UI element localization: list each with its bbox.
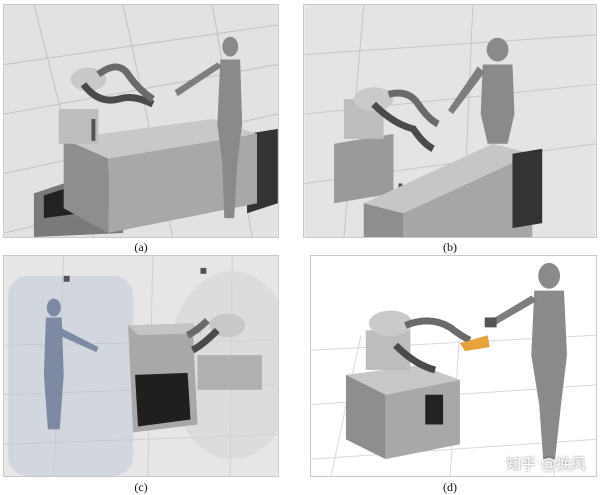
scene-d-image <box>311 256 596 476</box>
scene-a-image <box>4 5 278 237</box>
scene-c-image <box>4 256 278 476</box>
caption-b: (b) <box>443 240 457 254</box>
panel-c <box>3 255 279 477</box>
watermark-text: 知乎 @挽风 <box>506 455 586 473</box>
caption-a: (a) <box>134 240 148 254</box>
scene-b-image <box>304 5 596 237</box>
caption-c: (c) <box>134 480 148 494</box>
caption-d: (d) <box>443 480 457 494</box>
panel-a <box>3 4 279 238</box>
panel-b <box>303 4 597 238</box>
panel-d <box>310 255 597 477</box>
